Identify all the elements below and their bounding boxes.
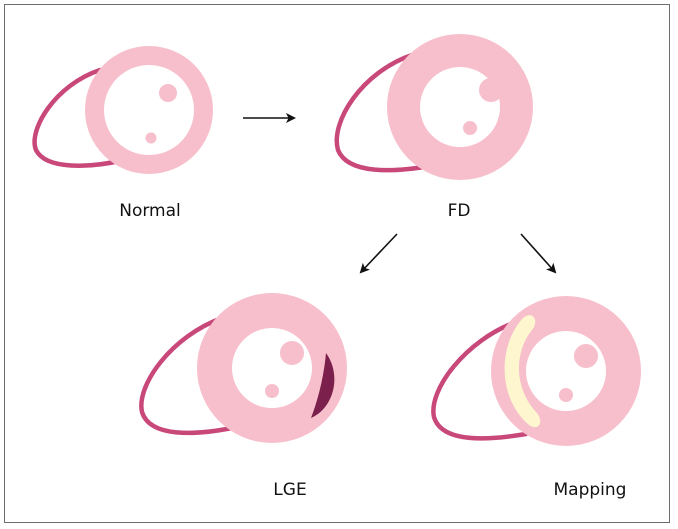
arrow-fd-to-lge	[359, 233, 398, 274]
papillary-muscle-upper	[280, 341, 304, 365]
label-lge: LGE	[273, 480, 307, 500]
heart-fd	[334, 34, 533, 180]
mapping-diffuse-region	[504, 315, 541, 428]
papillary-muscle-lower	[145, 132, 157, 144]
right-ventricle-outline	[431, 319, 529, 441]
right-ventricle-outline	[139, 315, 235, 436]
right-ventricle-outline	[32, 67, 127, 168]
papillary-muscle-lower	[265, 384, 279, 398]
heart-mapping	[431, 296, 641, 446]
papillary-muscle-lower	[463, 121, 477, 135]
label-mapping: Mapping	[553, 480, 627, 500]
label-normal: Normal	[119, 201, 181, 221]
right-ventricle-outline	[334, 52, 433, 173]
papillary-muscle-upper	[159, 84, 177, 102]
heart-lge	[139, 293, 347, 443]
arrow-fd-to-mapping	[520, 233, 557, 274]
heart-normal	[32, 46, 213, 174]
papillary-muscle-lower	[559, 388, 573, 402]
label-fd: FD	[447, 201, 471, 221]
papillary-muscle-upper	[479, 78, 503, 102]
lge-scar-region	[311, 353, 335, 418]
papillary-muscle-upper	[574, 344, 598, 368]
